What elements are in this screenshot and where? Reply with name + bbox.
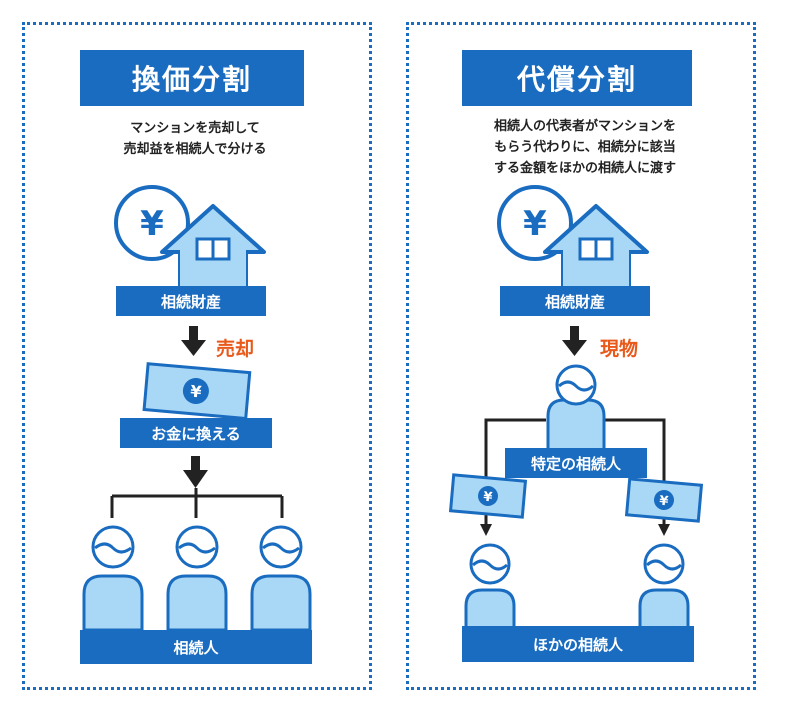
person-icon bbox=[166, 525, 228, 632]
money-bill-icon: ¥ bbox=[624, 477, 704, 523]
yen-symbol: ¥ bbox=[483, 490, 493, 506]
yen-symbol: ¥ bbox=[189, 382, 202, 402]
money-bill-icon: ¥ bbox=[142, 362, 252, 421]
left-action-label: 売却 bbox=[216, 338, 255, 360]
yen-symbol: ¥ bbox=[659, 494, 669, 510]
right-desc-line: する金額をほかの相続人に渡す bbox=[493, 161, 676, 176]
house-icon bbox=[543, 204, 649, 292]
left-description: マンションを売却して 売却益を相続人で分ける bbox=[60, 118, 330, 160]
money-bill-icon: ¥ bbox=[448, 473, 528, 519]
specific-heir-label: 特定の相続人 bbox=[505, 448, 647, 478]
left-asset-label: 相続財産 bbox=[116, 286, 266, 316]
left-title: 換価分割 bbox=[80, 50, 304, 106]
left-desc-line: マンションを売却して bbox=[130, 121, 260, 136]
yen-coin-icon: ¥ bbox=[114, 185, 190, 261]
right-description: 相続人の代表者がマンションを もらう代わりに、相続分に該当 する金額をほかの相続… bbox=[430, 116, 740, 179]
money-label: お金に換える bbox=[120, 418, 272, 448]
person-icon bbox=[250, 525, 312, 632]
person-icon bbox=[82, 525, 144, 632]
yen-coin-icon: ¥ bbox=[497, 185, 573, 261]
person-icon bbox=[464, 543, 516, 630]
right-asset-label: 相続財産 bbox=[500, 286, 650, 316]
arrowhead-icon bbox=[658, 524, 670, 536]
right-desc-line: 相続人の代表者がマンションを bbox=[493, 119, 676, 134]
person-icon bbox=[638, 543, 690, 630]
person-icon bbox=[546, 364, 606, 452]
distribution-lines bbox=[110, 488, 284, 518]
left-desc-line: 売却益を相続人で分ける bbox=[123, 142, 267, 157]
arrowhead-icon bbox=[480, 524, 492, 536]
right-title: 代償分割 bbox=[462, 50, 692, 106]
right-action-label: 現物 bbox=[600, 338, 639, 360]
heirs-label: 相続人 bbox=[80, 630, 312, 664]
down-arrow-icon bbox=[183, 456, 208, 488]
house-icon bbox=[160, 204, 266, 292]
right-panel bbox=[406, 22, 756, 690]
yen-symbol: ¥ bbox=[140, 204, 164, 244]
right-desc-line: もらう代わりに、相続分に該当 bbox=[494, 140, 676, 155]
other-heirs-label: ほかの相続人 bbox=[462, 626, 694, 662]
yen-symbol: ¥ bbox=[523, 204, 547, 244]
down-arrow-icon bbox=[562, 326, 587, 356]
left-panel bbox=[22, 22, 372, 690]
down-arrow-icon bbox=[181, 326, 206, 356]
